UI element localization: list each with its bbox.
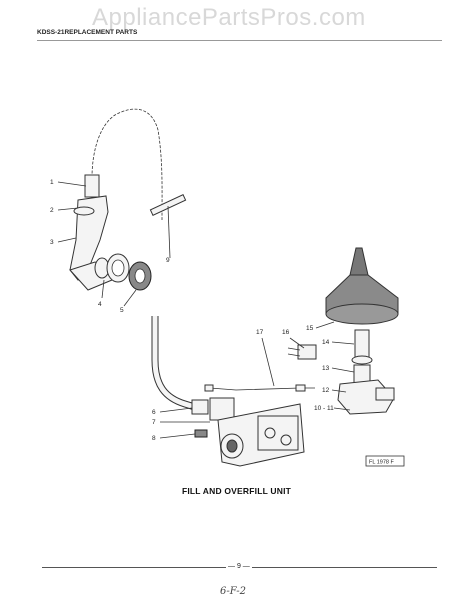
callout-17: 17 bbox=[256, 329, 264, 336]
gasket-and-nut bbox=[94, 253, 152, 291]
wire-harness bbox=[209, 387, 315, 391]
callout-2: 2 bbox=[50, 207, 54, 214]
callout-12: 12 bbox=[322, 387, 330, 394]
callout-6: 6 bbox=[152, 409, 156, 416]
callout-14: 14 bbox=[322, 339, 330, 346]
callout-3: 3 bbox=[50, 239, 54, 246]
diagram-caption: FILL AND OVERFILL UNIT bbox=[181, 486, 292, 496]
callout-9: 9 bbox=[166, 257, 170, 264]
page-number: — 9 — bbox=[226, 563, 252, 570]
page-header: KDSS-21REPLACEMENT PARTS bbox=[37, 29, 138, 36]
header-divider bbox=[37, 40, 442, 41]
overfill-switch-assembly bbox=[287, 329, 395, 415]
overfill-float bbox=[325, 247, 399, 325]
figure-reference: FL 1978 F bbox=[369, 460, 395, 466]
handwritten-note: 6-F-2 bbox=[220, 586, 246, 597]
callout-10-11: 10 - 11 bbox=[314, 405, 334, 412]
cable-tie bbox=[149, 194, 187, 259]
callout-13: 13 bbox=[322, 365, 330, 372]
callout-4: 4 bbox=[98, 301, 102, 308]
callout-5: 5 bbox=[120, 307, 124, 314]
callout-16: 16 bbox=[282, 329, 290, 336]
fill-tube bbox=[91, 108, 163, 221]
leader-lines bbox=[57, 181, 355, 439]
site-watermark: AppliancePartsPros.com bbox=[92, 4, 366, 31]
figure-reference-box bbox=[365, 455, 405, 467]
callout-8: 8 bbox=[152, 435, 156, 442]
callout-1: 1 bbox=[50, 179, 54, 186]
water-valve bbox=[191, 397, 305, 467]
fill-hose bbox=[151, 316, 200, 412]
callout-7: 7 bbox=[152, 419, 156, 426]
callout-15: 15 bbox=[306, 325, 314, 332]
